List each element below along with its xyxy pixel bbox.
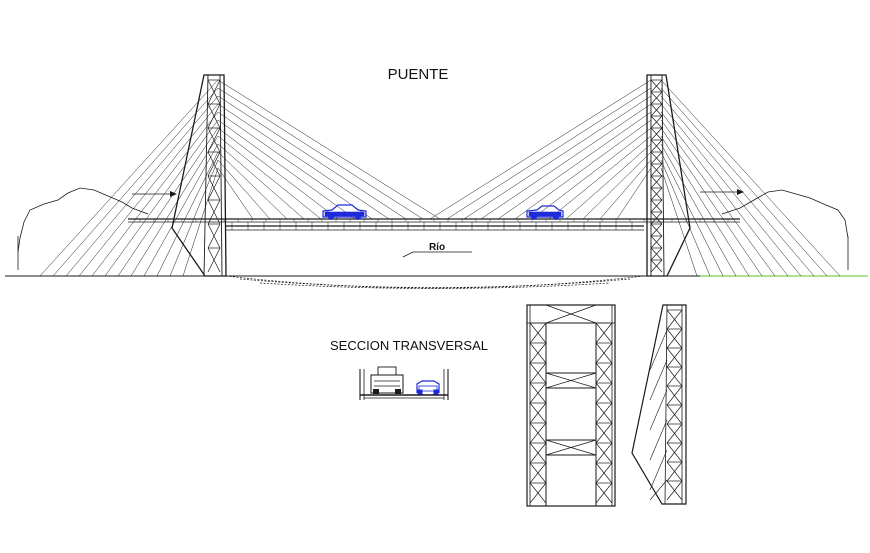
right-tower [646, 74, 691, 277]
car-icon [526, 205, 564, 220]
car-icon [416, 380, 440, 395]
tower-side-view [631, 304, 687, 505]
terrain [17, 187, 849, 270]
cross-section [359, 366, 449, 400]
stay-cables [39, 79, 841, 277]
river-label: Río [429, 242, 445, 253]
truck-icon [370, 366, 404, 394]
bridge-title: PUENTE [388, 66, 449, 83]
tower-front-view [526, 304, 616, 507]
car-icon [322, 204, 367, 220]
bridge-deck [128, 189, 744, 231]
section-title: SECCION TRANSVERSAL [330, 338, 488, 353]
left-tower [171, 74, 227, 277]
river: Río [225, 242, 645, 289]
